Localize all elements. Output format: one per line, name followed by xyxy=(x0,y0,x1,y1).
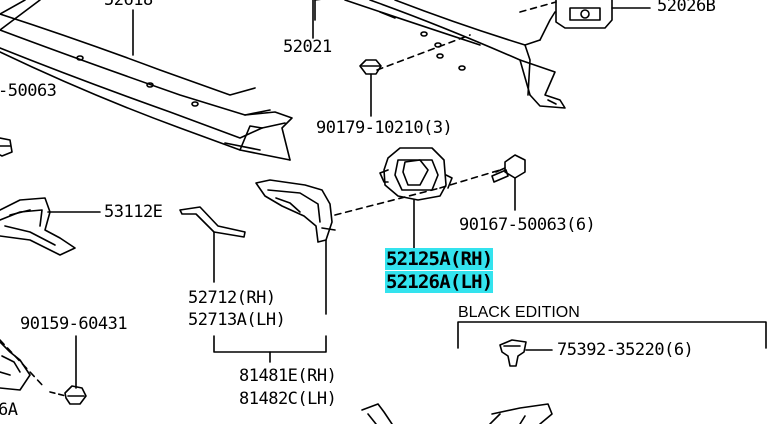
clip-75392 xyxy=(499,339,553,367)
dash-nut-beam xyxy=(376,34,471,71)
callout-52125a[interactable]: 52125A(RH) xyxy=(385,248,494,270)
upper-support-beam xyxy=(314,0,566,109)
callout-90159[interactable]: 90159-60431 xyxy=(20,314,128,334)
dash-bracket-left xyxy=(334,187,441,216)
dash-beam-bracket xyxy=(519,1,557,13)
bumper-reinforcement-beam xyxy=(0,0,293,161)
grille-53112e xyxy=(0,197,101,256)
callout-52021[interactable]: 52021 xyxy=(283,37,332,57)
black-edition-heading: BLACK EDITION xyxy=(458,304,580,321)
callout-90179[interactable]: 90179-10210(3) xyxy=(316,118,453,138)
callout-53112e[interactable]: 53112E xyxy=(104,202,163,222)
black-edition-bracket xyxy=(457,321,767,349)
group-bracket-lights xyxy=(213,335,327,353)
callout-90167[interactable]: 90167-50063(6) xyxy=(459,215,596,235)
lower-right-part xyxy=(489,403,553,424)
lower-arrow-fragment xyxy=(361,403,393,424)
callout-81481e[interactable]: 81481E(RH) xyxy=(239,366,337,386)
strip-52712 xyxy=(179,206,246,283)
bracket-52026b xyxy=(555,0,651,29)
callout-81482c[interactable]: 81482C(LH) xyxy=(239,389,337,409)
callout-52618[interactable]: 52618 xyxy=(104,0,153,10)
bolt-90159 xyxy=(0,335,87,405)
nut-90179 xyxy=(359,59,382,117)
dash-bracket-bolt xyxy=(439,169,501,189)
callout-75392[interactable]: 75392-35220(6) xyxy=(557,340,694,360)
callout-52126a[interactable]: 52126A(LH) xyxy=(385,271,494,293)
callout-52026b[interactable]: 52026B xyxy=(657,0,716,16)
bracket-52125a xyxy=(379,147,453,249)
callout-52125a-text: 52125A(RH) xyxy=(385,248,494,270)
left-bolt xyxy=(0,137,13,157)
callout-52712[interactable]: 52712(RH) xyxy=(188,288,276,308)
bolt-90167 xyxy=(491,154,526,211)
lower-left-part xyxy=(0,341,31,391)
callout-52713a[interactable]: 52713A(LH) xyxy=(188,310,286,330)
callout-52126a-text: 52126A(LH) xyxy=(385,271,494,293)
callout-50063-left[interactable]: -50063 xyxy=(0,81,57,101)
bezel-81481e xyxy=(255,179,336,315)
callout-6a-left[interactable]: 6A xyxy=(0,400,18,420)
